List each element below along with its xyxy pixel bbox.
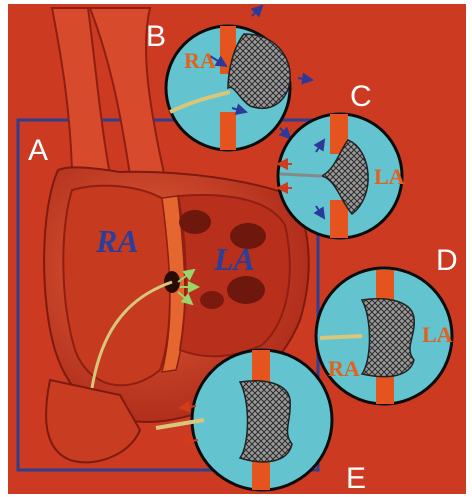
panel-label-c: C xyxy=(350,80,372,113)
panel-label-a: A xyxy=(28,134,48,167)
heart-label-ra: RA xyxy=(95,223,139,259)
circle-b-label-ra: RA xyxy=(184,48,216,73)
heart-label-la: LA xyxy=(213,241,255,277)
panel-label-e: E xyxy=(346,462,366,495)
circle-c-label-la: LA xyxy=(374,164,405,189)
circle-d-label-la: LA xyxy=(422,322,453,347)
panel-label-b: B xyxy=(146,20,166,53)
circle-d-label-ra: RA xyxy=(328,356,360,381)
pulmonary-vein-opening xyxy=(200,291,224,309)
right-atrium-cavity xyxy=(63,186,170,386)
panel-label-d: D xyxy=(436,244,458,277)
pulmonary-vein-opening xyxy=(227,276,265,304)
pulmonary-vein-opening xyxy=(179,210,211,234)
